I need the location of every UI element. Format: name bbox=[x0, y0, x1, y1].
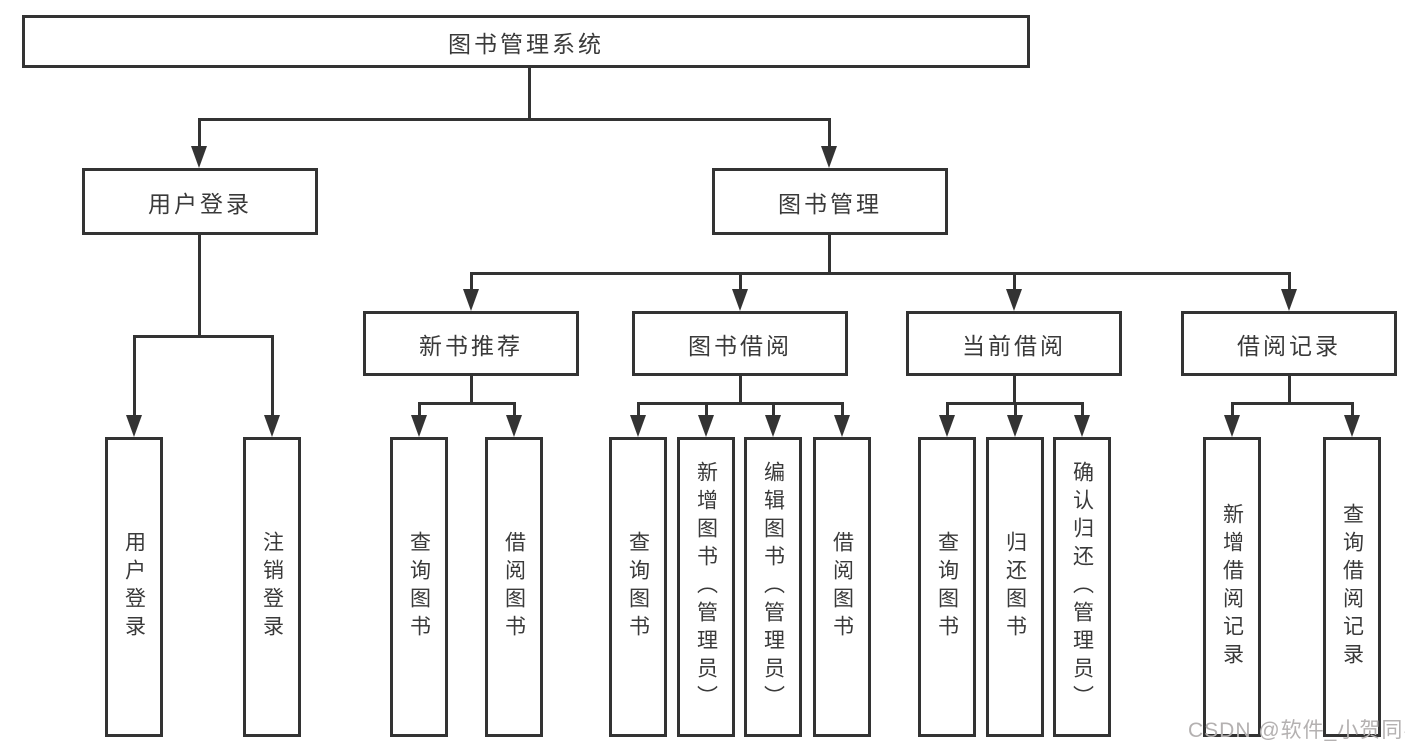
arrowhead-down-icon bbox=[630, 415, 646, 437]
connector-line bbox=[828, 118, 831, 146]
arrowhead-down-icon bbox=[821, 146, 837, 168]
connector-line bbox=[133, 335, 136, 416]
watermark: CSDN @软件_小贺同学 bbox=[1188, 719, 1405, 742]
leaf-label: 新增图书（管理员） bbox=[694, 461, 718, 713]
leaf-return-book: 归还图书 bbox=[986, 437, 1044, 737]
connector-line bbox=[1288, 376, 1291, 403]
arrowhead-down-icon bbox=[191, 146, 207, 168]
connector-line bbox=[772, 402, 775, 416]
arrowhead-down-icon bbox=[1281, 289, 1297, 311]
leaf-label: 归还图书 bbox=[1003, 531, 1027, 643]
arrowhead-down-icon bbox=[1007, 415, 1023, 437]
connector-line bbox=[418, 402, 421, 416]
connector-line bbox=[946, 402, 949, 416]
leaf-query-books-current: 查询图书 bbox=[918, 437, 976, 737]
arrowhead-down-icon bbox=[834, 415, 850, 437]
connector-line bbox=[470, 376, 473, 403]
connector-line bbox=[470, 272, 473, 290]
node-book-borrowing: 图书借阅 bbox=[632, 311, 848, 376]
leaf-query-books-recommend: 查询图书 bbox=[390, 437, 448, 737]
connector-line bbox=[739, 376, 742, 403]
connector-line bbox=[513, 402, 516, 416]
arrowhead-down-icon bbox=[1344, 415, 1360, 437]
connector-line bbox=[705, 402, 708, 416]
node-borrowing-records: 借阅记录 bbox=[1181, 311, 1397, 376]
leaf-label: 用户登录 bbox=[122, 531, 146, 643]
connector-line bbox=[528, 68, 531, 119]
leaf-add-book-admin: 新增图书（管理员） bbox=[677, 437, 735, 737]
connector-line bbox=[133, 335, 274, 338]
leaf-borrow-books: 借阅图书 bbox=[813, 437, 871, 737]
connector-line bbox=[1013, 376, 1016, 403]
arrowhead-down-icon bbox=[698, 415, 714, 437]
leaf-label: 新增借阅记录 bbox=[1220, 503, 1244, 671]
connector-line bbox=[1351, 402, 1354, 416]
connector-line bbox=[198, 235, 201, 336]
leaf-label: 借阅图书 bbox=[830, 531, 854, 643]
arrowhead-down-icon bbox=[765, 415, 781, 437]
connector-line bbox=[1288, 272, 1291, 290]
arrowhead-down-icon bbox=[264, 415, 280, 437]
connector-line bbox=[637, 402, 640, 416]
leaf-logout: 注销登录 bbox=[243, 437, 301, 737]
arrowhead-down-icon bbox=[732, 289, 748, 311]
node-book-management: 图书管理 bbox=[712, 168, 948, 235]
leaf-label: 查询图书 bbox=[935, 531, 959, 643]
connector-line bbox=[1014, 402, 1017, 416]
arrowhead-down-icon bbox=[1074, 415, 1090, 437]
connector-line bbox=[1231, 402, 1353, 405]
node-library-system: 图书管理系统 bbox=[22, 15, 1030, 68]
connector-line bbox=[637, 402, 843, 405]
leaf-confirm-return-admin: 确认归还（管理员） bbox=[1053, 437, 1111, 737]
connector-line bbox=[841, 402, 844, 416]
arrowhead-down-icon bbox=[126, 415, 142, 437]
connector-line bbox=[198, 118, 831, 121]
leaf-query-borrow-record: 查询借阅记录 bbox=[1323, 437, 1381, 737]
arrowhead-down-icon bbox=[1224, 415, 1240, 437]
leaf-user-login: 用户登录 bbox=[105, 437, 163, 737]
connector-line bbox=[271, 335, 274, 416]
arrowhead-down-icon bbox=[506, 415, 522, 437]
leaf-label: 借阅图书 bbox=[502, 531, 526, 643]
arrowhead-down-icon bbox=[939, 415, 955, 437]
connector-line bbox=[198, 118, 201, 146]
leaf-label: 查询图书 bbox=[407, 531, 431, 643]
leaf-borrow-books-recommend: 借阅图书 bbox=[485, 437, 543, 737]
arrowhead-down-icon bbox=[463, 289, 479, 311]
connector-line bbox=[828, 235, 831, 273]
leaf-query-books-borrowing: 查询图书 bbox=[609, 437, 667, 737]
connector-line bbox=[470, 272, 1290, 275]
leaf-add-borrow-record: 新增借阅记录 bbox=[1203, 437, 1261, 737]
leaf-label: 编辑图书（管理员） bbox=[761, 461, 785, 713]
connector-line bbox=[739, 272, 742, 290]
leaf-label: 查询借阅记录 bbox=[1340, 503, 1364, 671]
leaf-label: 确认归还（管理员） bbox=[1070, 461, 1094, 713]
leaf-label: 查询图书 bbox=[626, 531, 650, 643]
connector-line bbox=[1081, 402, 1084, 416]
node-current-borrowing: 当前借阅 bbox=[906, 311, 1122, 376]
connector-line bbox=[1231, 402, 1234, 416]
connector-line bbox=[1013, 272, 1016, 290]
leaf-edit-book-admin: 编辑图书（管理员） bbox=[744, 437, 802, 737]
node-user-login: 用户登录 bbox=[82, 168, 318, 235]
arrowhead-down-icon bbox=[411, 415, 427, 437]
node-new-book-recommend: 新书推荐 bbox=[363, 311, 579, 376]
leaf-label: 注销登录 bbox=[260, 531, 284, 643]
connector-line bbox=[418, 402, 516, 405]
arrowhead-down-icon bbox=[1006, 289, 1022, 311]
